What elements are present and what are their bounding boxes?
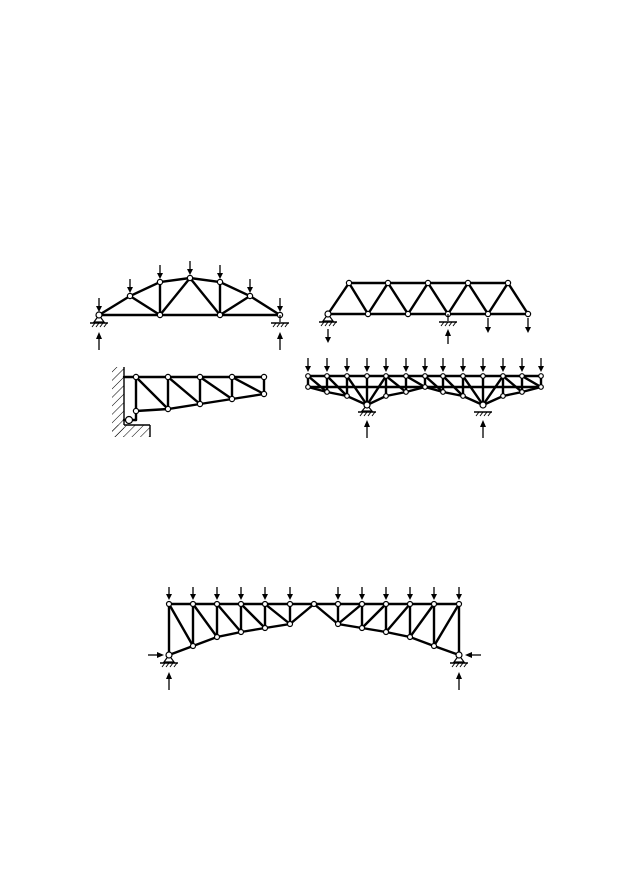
cantilever-truss-joints: [124, 373, 268, 425]
multispan-truss-joints: [305, 373, 544, 399]
arch-truss-reactions: [148, 652, 481, 690]
arch-truss-right-support: [450, 651, 468, 668]
multispan-truss-reactions: [364, 420, 486, 438]
roof-truss-joints: [126, 274, 284, 319]
arch-truss-left-support: [160, 651, 178, 668]
parallel-chord-truss-figure: [319, 279, 532, 344]
parallel-chord-truss-pinned-support: [319, 310, 337, 327]
roof-truss-loads: [96, 261, 283, 312]
roof-truss-figure: [90, 261, 289, 350]
arch-truss-joints: [165, 600, 463, 650]
multispan-truss-left-support: [358, 401, 376, 417]
roof-truss-right-support: [271, 315, 289, 328]
cantilever-truss-figure: [112, 367, 268, 437]
parallel-chord-truss-members: [326, 280, 530, 317]
multispan-truss-right-support: [474, 401, 492, 417]
parallel-chord-truss-joints: [345, 279, 532, 318]
parallel-chord-truss-roller-support: [439, 314, 457, 327]
roof-truss-reactions: [96, 332, 283, 350]
multispan-truss-figure: [305, 358, 544, 438]
cantilever-truss-members: [122, 375, 266, 422]
multispan-truss-members: [306, 374, 543, 407]
arch-truss-loads: [166, 587, 462, 600]
arch-truss-figure: [148, 587, 481, 690]
multispan-truss-loads: [305, 358, 544, 372]
parallel-chord-truss-arrows: [325, 318, 531, 344]
roof-truss-left-support: [90, 311, 108, 328]
arch-truss-members: [167, 602, 461, 657]
